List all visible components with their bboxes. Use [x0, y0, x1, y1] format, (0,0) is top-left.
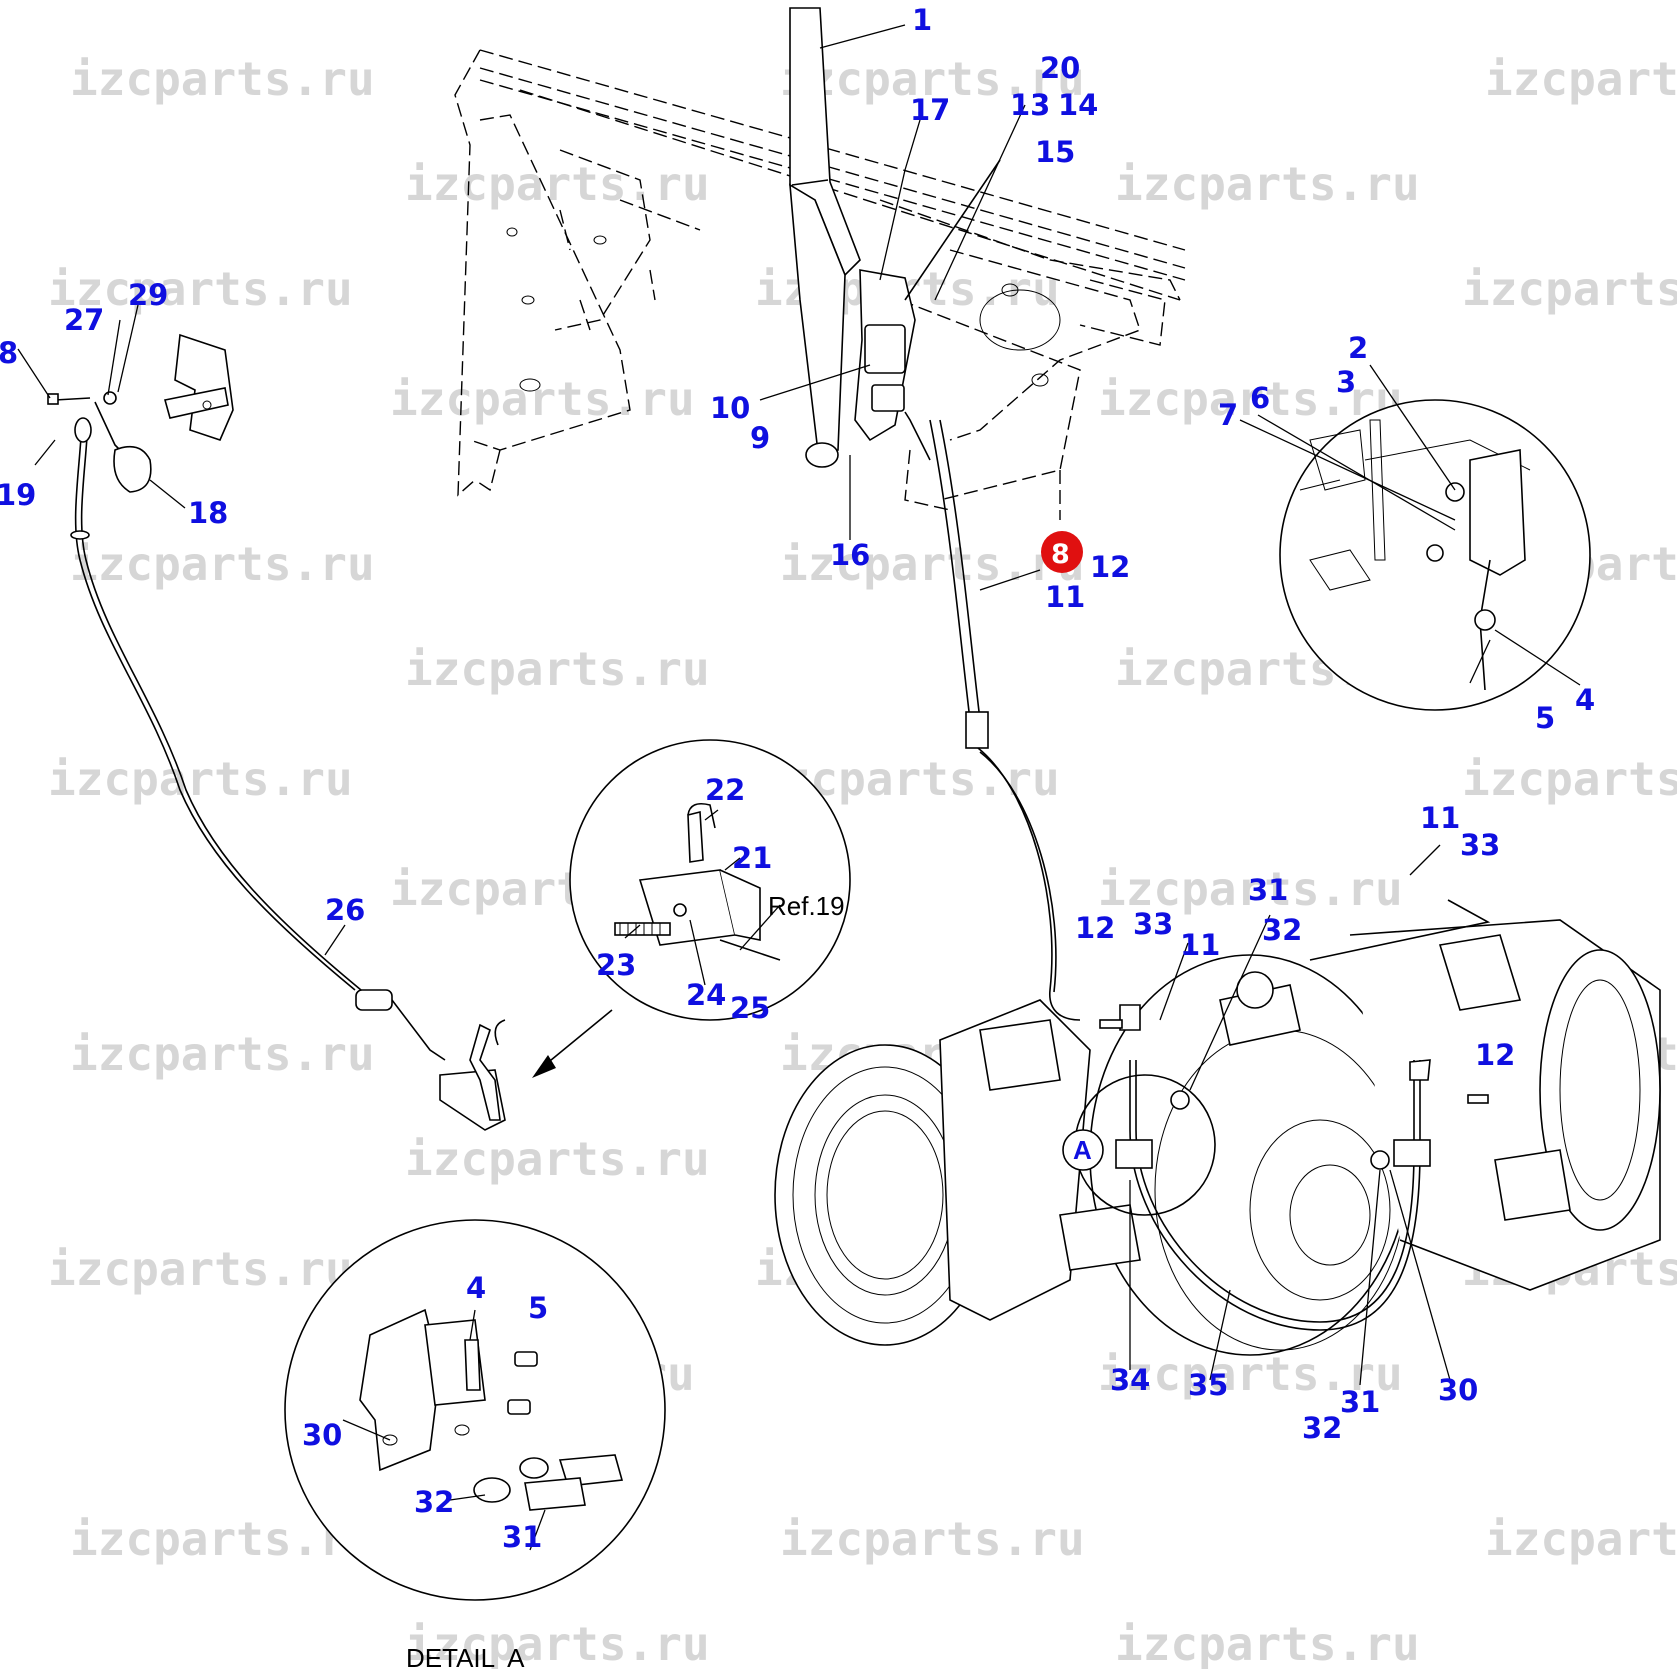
- callout-17[interactable]: 17: [910, 93, 950, 127]
- callout-5a[interactable]: 5: [1535, 701, 1555, 735]
- callout-8[interactable]: 8: [0, 336, 18, 370]
- watermark: izcparts.ru: [405, 642, 710, 696]
- callout-14[interactable]: 14: [1058, 88, 1098, 122]
- callout-30a[interactable]: 30: [1438, 1373, 1478, 1407]
- watermark: izcparts.ru: [1115, 157, 1420, 211]
- watermark: izcparts.ru: [780, 537, 1085, 591]
- callout-33a[interactable]: 33: [1460, 828, 1500, 862]
- watermark: izcparts.ru: [70, 1027, 375, 1081]
- callout-29[interactable]: 29: [128, 278, 168, 312]
- watermark: izcparts.ru: [1485, 52, 1677, 106]
- detail-a-caption: DETAIL A: [406, 1643, 525, 1669]
- watermark: izcparts.ru: [48, 752, 353, 806]
- callout-24[interactable]: 24: [686, 978, 726, 1012]
- watermark: izcparts.ru: [1115, 1617, 1420, 1669]
- callout-21[interactable]: 21: [732, 841, 772, 875]
- callout-32c[interactable]: 32: [414, 1485, 454, 1519]
- callout-32b[interactable]: 32: [1302, 1411, 1342, 1445]
- callout-33b[interactable]: 33: [1133, 907, 1173, 941]
- watermark: izcparts.ru: [405, 157, 710, 211]
- callout-4a[interactable]: 4: [1575, 683, 1595, 717]
- highlight-part-8-dot: [1041, 531, 1083, 573]
- callout-11a[interactable]: 11: [1045, 580, 1085, 614]
- detail-arrow-head: [532, 1055, 556, 1078]
- watermark: izcparts.ru: [1098, 862, 1403, 916]
- callout-16[interactable]: 16: [830, 538, 870, 572]
- callout-11b[interactable]: 11: [1420, 801, 1460, 835]
- callout-12a[interactable]: 12: [1090, 550, 1130, 584]
- watermark: izcparts.ru: [1462, 752, 1677, 806]
- watermark: izcparts.ru: [1098, 372, 1403, 426]
- detail-circle-pedal: [569, 739, 851, 1021]
- watermark: izcparts.ru: [1485, 1512, 1677, 1566]
- leader-lines: [17, 24, 1581, 1551]
- callout-26[interactable]: 26: [325, 893, 365, 927]
- watermark: izcparts.ru: [405, 1132, 710, 1186]
- detail-a-marker: [1062, 1129, 1104, 1171]
- callout-18[interactable]: 18: [188, 496, 228, 530]
- callout-11c[interactable]: 11: [1180, 928, 1220, 962]
- callout-10[interactable]: 10: [710, 391, 750, 425]
- watermark: izcparts.ru: [48, 1242, 353, 1296]
- callout-34[interactable]: 34: [1110, 1363, 1150, 1397]
- callout-labels: 1 20 17 13 14 15 10 9 16 12 11 29 27 8 1…: [0, 3, 1595, 1554]
- callout-30b[interactable]: 30: [302, 1418, 342, 1452]
- watermark: izcparts.ru: [48, 262, 353, 316]
- watermark: izcparts.ru: [70, 52, 375, 106]
- callout-1[interactable]: 1: [912, 3, 932, 37]
- callout-32a[interactable]: 32: [1262, 913, 1302, 947]
- callout-31c[interactable]: 31: [502, 1520, 542, 1554]
- detail-circle-a: [284, 1219, 666, 1601]
- callout-7[interactable]: 7: [1218, 398, 1238, 432]
- detail-arrow: [544, 1009, 613, 1066]
- callout-23[interactable]: 23: [596, 948, 636, 982]
- rear-axle: [774, 899, 1661, 1356]
- watermark: izcparts.ru: [1098, 1347, 1403, 1401]
- callout-5b[interactable]: 5: [528, 1291, 548, 1325]
- hand-brake-lever: [789, 7, 1001, 468]
- callout-22[interactable]: 22: [705, 773, 745, 807]
- callout-6[interactable]: 6: [1250, 381, 1270, 415]
- callout-12b[interactable]: 12: [1075, 911, 1115, 945]
- callout-25[interactable]: 25: [730, 991, 770, 1025]
- ref-19-label: Ref.19: [768, 891, 845, 921]
- callout-20[interactable]: 20: [1040, 51, 1080, 85]
- callout-12c[interactable]: 12: [1475, 1038, 1515, 1072]
- brake-cable: [929, 419, 1081, 1021]
- callout-35[interactable]: 35: [1188, 1368, 1228, 1402]
- pedal-cable-assembly: [47, 333, 506, 1131]
- watermark: izcparts.ru: [780, 1512, 1085, 1566]
- callout-2[interactable]: 2: [1348, 331, 1368, 365]
- watermark: izcparts.ru: [390, 372, 695, 426]
- callout-31a[interactable]: 31: [1248, 873, 1288, 907]
- callout-31b[interactable]: 31: [1340, 1385, 1380, 1419]
- watermark: izcparts.ru: [70, 537, 375, 591]
- callout-13[interactable]: 13: [1010, 88, 1050, 122]
- callout-15[interactable]: 15: [1035, 135, 1075, 169]
- callout-4b[interactable]: 4: [466, 1271, 486, 1305]
- detail-circle-lever-mount: [1279, 399, 1591, 711]
- watermark: izcparts.ru: [780, 52, 1085, 106]
- callout-8-highlighted[interactable]: 8: [1051, 539, 1070, 570]
- callout-27[interactable]: 27: [64, 303, 104, 337]
- callout-19[interactable]: 19: [0, 478, 36, 512]
- watermark: izcparts.ru: [1462, 262, 1677, 316]
- chassis-frame: [454, 49, 1186, 520]
- callout-3[interactable]: 3: [1336, 365, 1356, 399]
- callout-9[interactable]: 9: [750, 421, 770, 455]
- detail-a-marker-label: A: [1073, 1135, 1092, 1165]
- watermark: izcparts.ru: [405, 1617, 710, 1669]
